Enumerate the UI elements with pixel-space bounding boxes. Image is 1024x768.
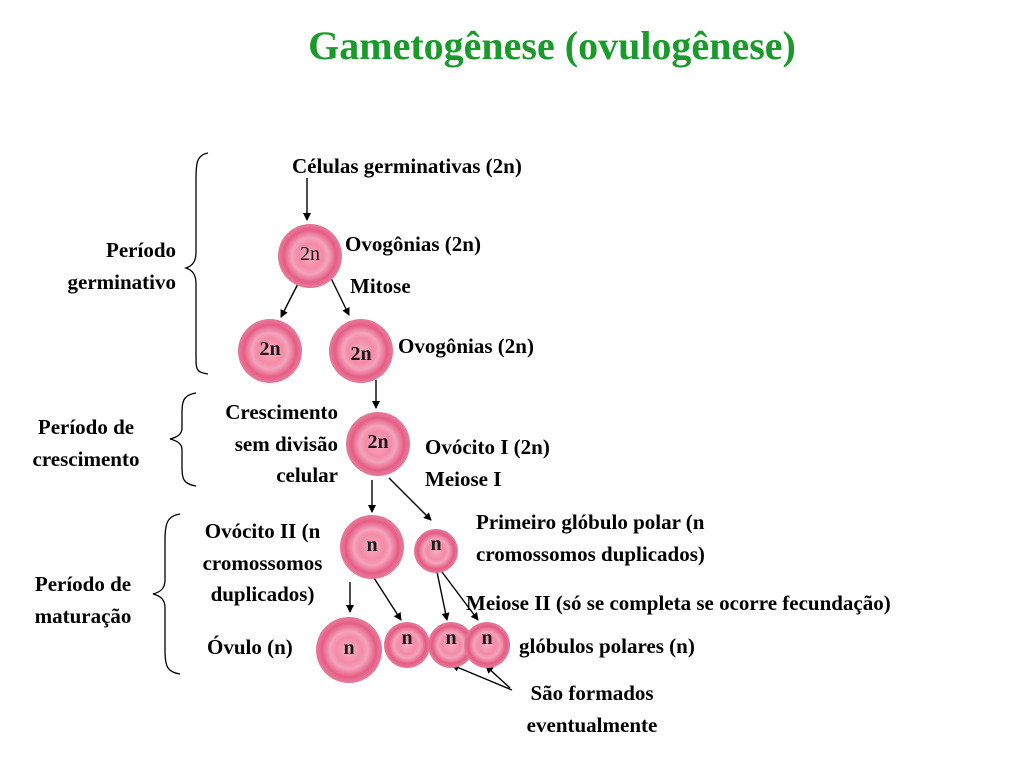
label-ovulo: Óvulo (n) [207, 635, 293, 659]
cell-ovocito-I-ploidy: 2n [367, 431, 389, 453]
cell-globulo-primeiro: n [414, 529, 458, 573]
cell-ovogonia-top: 2n [278, 224, 342, 288]
label-ovocito-I: Ovócito I (2n)Meiose I [425, 435, 550, 491]
cell-globulo-b-ploidy: n [445, 627, 457, 649]
page-title: Gametogênese (ovulogênese) [308, 23, 796, 68]
arrow-eventual-to-globulo-c [485, 665, 511, 689]
cell-ovogonia-top-ploidy: 2n [300, 243, 320, 265]
label-mitose: Mitose [350, 274, 411, 298]
arrow-to-globulo-c [441, 571, 479, 621]
arrow-to-globulo-a [373, 577, 402, 621]
label-ovogonias-1: Ovogônias (2n) [345, 232, 481, 256]
cell-globulo-c: n [464, 622, 510, 668]
arrow-eventual-to-globulo-b [451, 664, 513, 691]
cell-globulo-a: n [384, 622, 430, 668]
cell-ovocito-I: 2n [346, 412, 410, 476]
cell-globulo-c-ploidy: n [481, 627, 493, 649]
brace-maturacao [152, 513, 181, 675]
cell-globulo-a-ploidy: n [401, 627, 413, 649]
arrow-to-globulo-b [436, 571, 450, 621]
cell-ovulo: n [316, 617, 382, 683]
cell-globulo-primeiro-ploidy: n [430, 533, 442, 555]
cell-ovulo-ploidy: n [343, 637, 355, 659]
cell-ovocito-II-ploidy: n [366, 534, 378, 556]
brace-germinativo [183, 152, 209, 375]
label-meiose-II: Meiose II (só se completa se ocorre fecu… [466, 591, 891, 615]
cell-ovogonia-right: 2n [329, 319, 393, 383]
arrow-to-globulo-primeiro [388, 477, 432, 521]
label-globulos-polares: glóbulos polares (n) [519, 634, 695, 658]
cell-ovocito-II: n [340, 515, 404, 579]
cell-ovogonia-right-ploidy: 2n [350, 343, 372, 365]
brace-crescimento [169, 392, 197, 487]
label-celulas-germinativas: Células germinativas (2n) [292, 154, 522, 178]
cell-ovogonia-left: 2n [238, 319, 302, 383]
label-ovogonias-2: Ovogônias (2n) [398, 334, 534, 358]
cell-ovogonia-left-ploidy: 2n [259, 338, 281, 360]
